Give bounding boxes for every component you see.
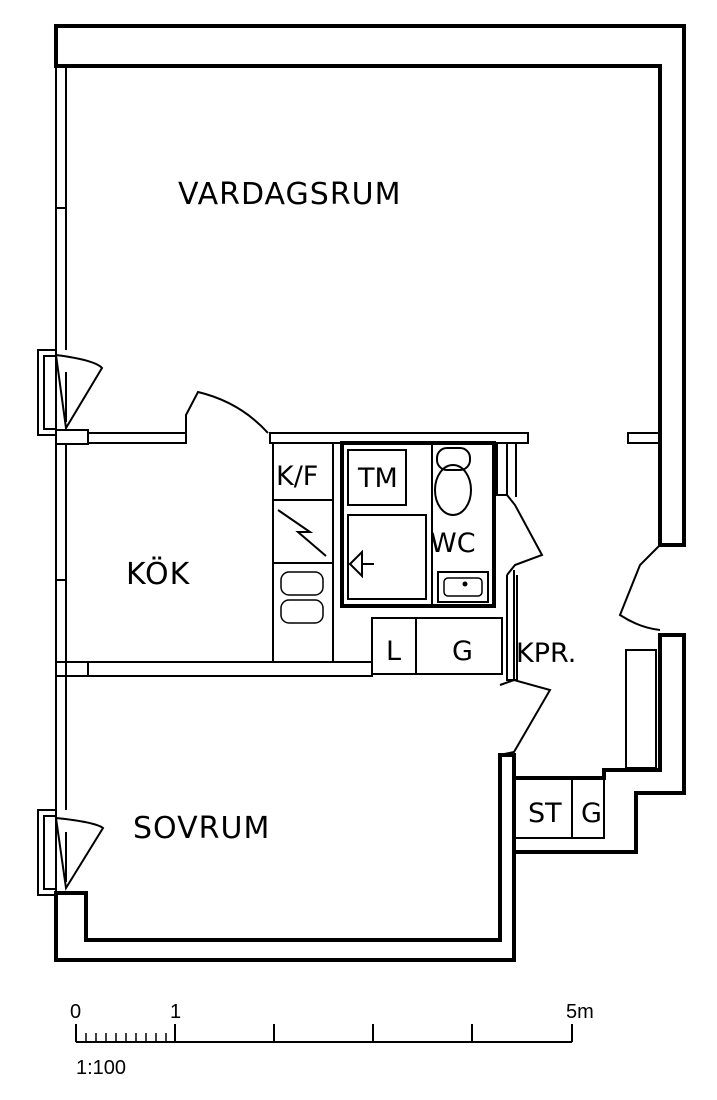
fixture-label-storage: ST (528, 798, 562, 829)
fixture-label-wardrobe: G (452, 636, 473, 667)
fixture-label-wc: WC (430, 528, 476, 559)
left-doors (37, 349, 105, 896)
scale-tick-one: 1 (170, 1001, 181, 1023)
kitchen-counter (272, 442, 334, 663)
room-label-living: VARDAGSRUM (178, 177, 402, 212)
fixture-label-linen: L (386, 636, 401, 667)
scale-bar: 0 1 5m 1:100 (70, 1001, 594, 1079)
scale-tick-zero: 0 (70, 1001, 81, 1023)
closets (371, 617, 657, 839)
fixture-label-fridge: K/F (276, 461, 318, 492)
room-label-bedroom: SOVRUM (133, 811, 270, 846)
scale-tick-five: 5m (566, 1001, 594, 1023)
fixture-label-wardrobe-2: G (581, 798, 602, 829)
bathroom (340, 441, 496, 608)
room-label-kitchen: KÖK (126, 556, 191, 592)
fixture-label-dryer: TM (357, 463, 398, 494)
fixture-label-coat-closet: KPR. (516, 638, 576, 669)
scale-ratio: 1:100 (76, 1057, 126, 1079)
